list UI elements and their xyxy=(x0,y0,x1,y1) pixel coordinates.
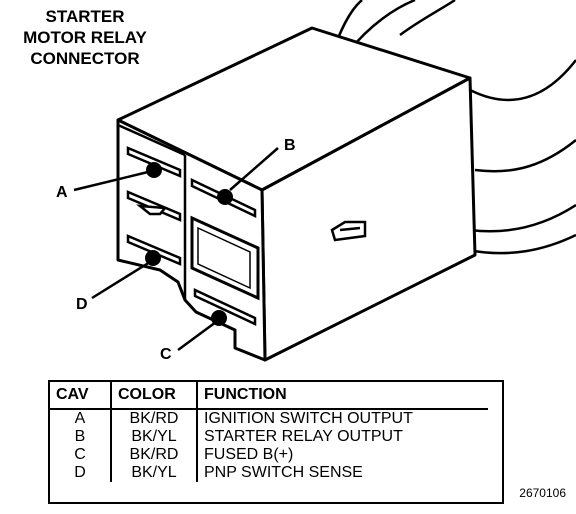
header-color: COLOR xyxy=(111,382,198,410)
title-line-3: CONNECTOR xyxy=(30,49,140,68)
terminal-pins xyxy=(145,162,233,326)
header-cav: CAV xyxy=(50,382,112,410)
header-function: FUNCTION xyxy=(197,382,488,410)
leader-line-a xyxy=(73,170,149,192)
callout-a: A xyxy=(56,184,68,201)
cell-color: BK/YL xyxy=(111,464,198,482)
table-row: A BK/RD IGNITION SWITCH OUTPUT xyxy=(50,409,488,428)
cell-cav: D xyxy=(50,464,112,482)
title-line-1: STARTER xyxy=(45,7,125,26)
terminal-a xyxy=(146,162,162,178)
cavity-table: CAV COLOR FUNCTION A BK/RD IGNITION SWIT… xyxy=(50,382,488,482)
table-row: C BK/RD FUSED B(+) xyxy=(50,446,488,464)
cell-color: BK/RD xyxy=(111,409,198,428)
cell-function: STARTER RELAY OUTPUT xyxy=(204,428,403,445)
table-row: B BK/YL STARTER RELAY OUTPUT xyxy=(50,428,488,446)
leader-line-c xyxy=(177,320,217,352)
cell-function: FUSED B(+) xyxy=(204,446,294,463)
table-header-row: CAV COLOR FUNCTION xyxy=(50,382,488,410)
cell-cav: C xyxy=(50,446,112,464)
cell-function: IGNITION SWITCH OUTPUT xyxy=(204,410,413,427)
front-face-details xyxy=(117,123,367,326)
cell-function: PNP SWITCH SENSE xyxy=(204,464,363,481)
diagram-title: STARTER MOTOR RELAY CONNECTOR xyxy=(0,6,170,69)
callout-b: B xyxy=(284,137,296,154)
figure-number: 2670106 xyxy=(519,486,566,500)
leader-line-b xyxy=(229,147,279,191)
callout-d: D xyxy=(76,296,88,313)
table-row: D BK/YL PNP SWITCH SENSE xyxy=(50,464,488,482)
cell-color: BK/RD xyxy=(111,446,198,464)
connector-body xyxy=(116,26,477,362)
leader-line-d xyxy=(91,260,151,300)
cell-cav: B xyxy=(50,428,112,446)
title-line-2: MOTOR RELAY xyxy=(23,28,147,47)
leader-lines xyxy=(73,147,279,352)
cavity-table-frame xyxy=(48,380,504,504)
connector-illustration xyxy=(73,0,576,362)
terminal-b xyxy=(217,189,233,205)
callout-c: C xyxy=(160,346,172,363)
cell-color: BK/YL xyxy=(111,428,198,446)
cell-cav: A xyxy=(50,409,112,428)
